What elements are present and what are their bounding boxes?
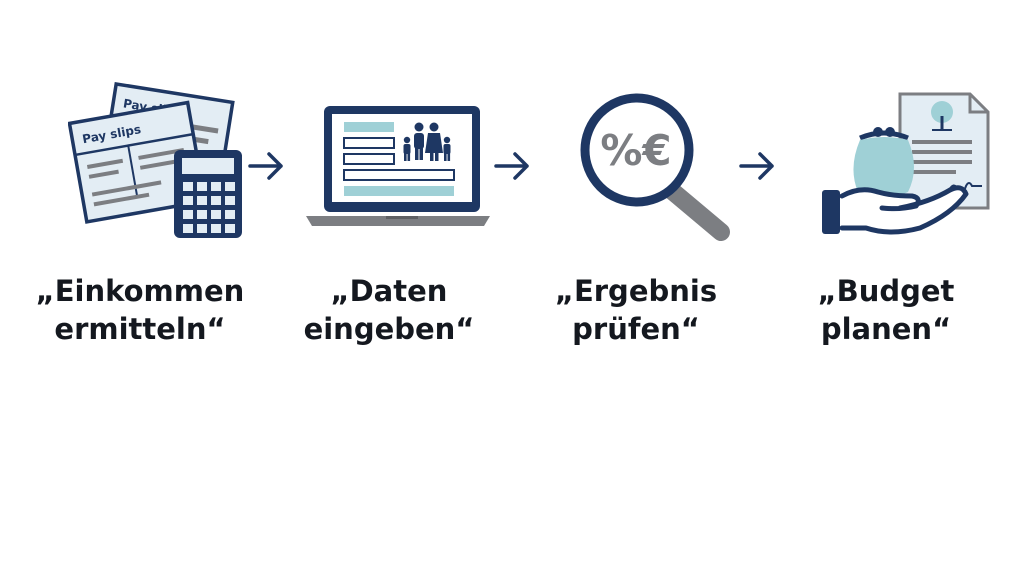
step-label-line: ermitteln“	[54, 312, 226, 346]
laptop-form-family-icon	[306, 106, 490, 226]
lens-text: %€	[600, 126, 671, 175]
step-label-einkommen: „Einkommen ermitteln“	[20, 272, 260, 348]
step-ergebnis-pruefen: %€	[545, 86, 765, 246]
step-label-line: „Ergebnis	[554, 274, 718, 308]
step-label-line: „Budget	[817, 274, 955, 308]
arrow-right-icon	[739, 152, 774, 180]
step-label-ergebnis: „Ergebnis prüfen“	[516, 272, 756, 348]
arrow-right-icon	[494, 152, 529, 180]
step-label-line: „Einkommen	[35, 274, 245, 308]
step-budget-planen	[796, 90, 1016, 242]
step-label-line: „Daten	[330, 274, 448, 308]
tree-logo-icon	[931, 101, 953, 131]
step-label-daten: „Daten eingeben“	[269, 272, 509, 348]
step-daten-eingeben	[288, 100, 508, 230]
hand-purse-document-icon	[822, 92, 990, 235]
step-label-line: eingeben“	[303, 312, 475, 346]
step-einkommen-ermitteln: Pay slips Pay slips	[48, 80, 268, 240]
step-label-line: prüfen“	[572, 312, 700, 346]
payslips-calculator-icon: Pay slips Pay slips	[68, 81, 242, 238]
magnifier-percent-euro-icon: %€	[580, 93, 730, 241]
arrow-right-icon	[248, 152, 283, 180]
step-label-budget: „Budget planen“	[766, 272, 1006, 348]
step-label-line: planen“	[820, 312, 952, 346]
